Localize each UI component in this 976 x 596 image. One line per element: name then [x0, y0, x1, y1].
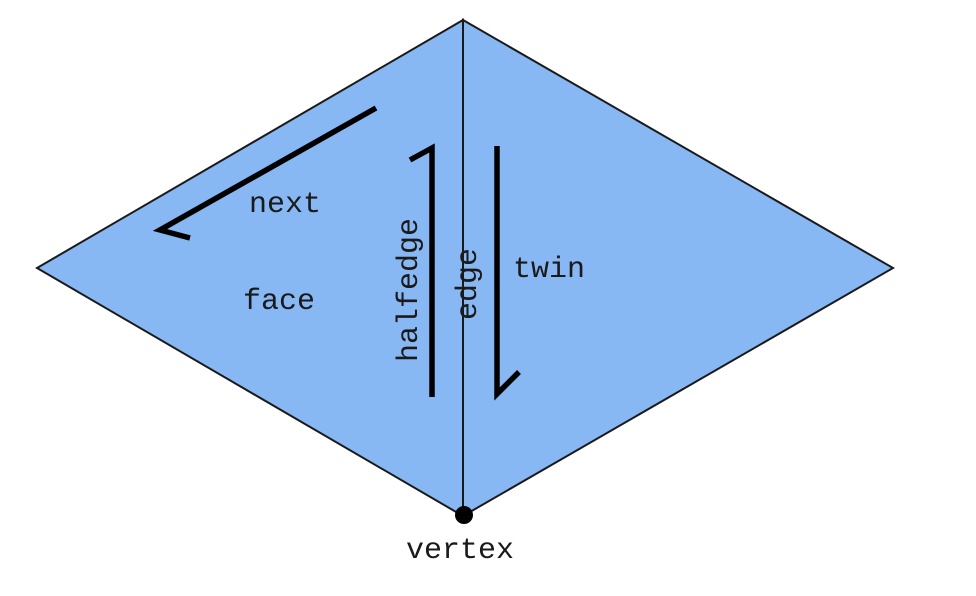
vertex-dot [455, 506, 473, 524]
face-label: face [243, 285, 315, 319]
twin-label: twin [513, 253, 585, 287]
next-label: next [249, 188, 321, 222]
halfedge-label: halfedge [393, 218, 427, 362]
edge-label: edge [452, 248, 486, 320]
halfedge-arrow [408, 143, 435, 397]
twin-arrow [494, 146, 521, 401]
next-arrow [152, 105, 378, 241]
vertex-label: vertex [406, 534, 514, 568]
right-face [462, 18, 896, 518]
